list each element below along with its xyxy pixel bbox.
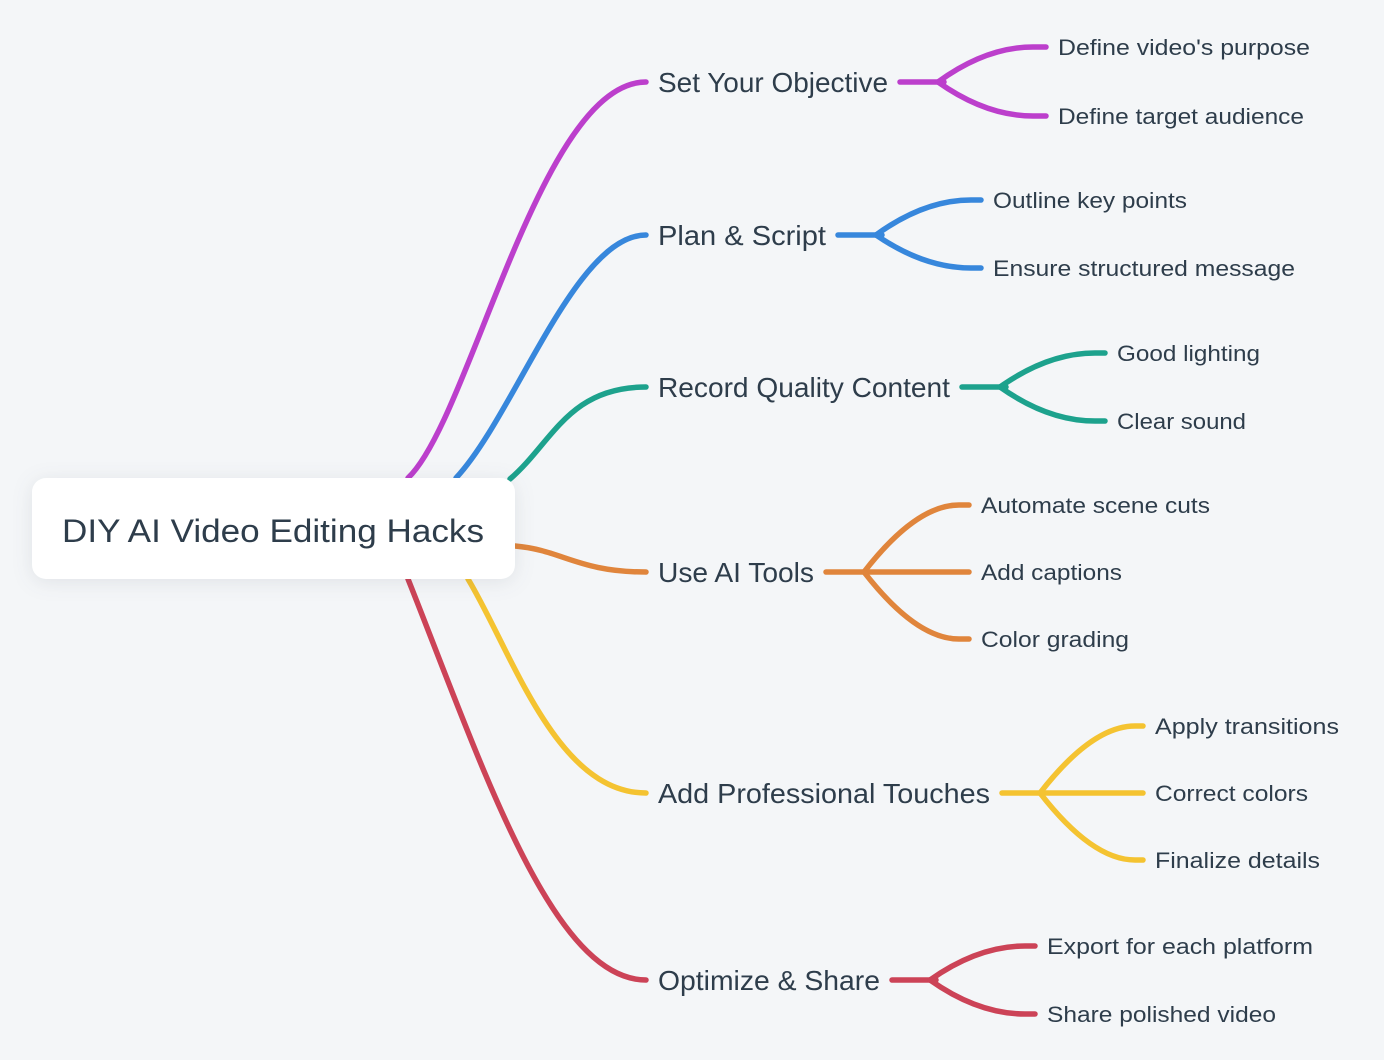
link-central-to-add-professional-touches (465, 576, 649, 796)
branch-label-set-your-objective[interactable]: Set Your Objective (658, 67, 888, 98)
branch-label-optimize-share[interactable]: Optimize & Share (658, 965, 880, 996)
link-central-to-plan-script (453, 232, 649, 481)
link-set-your-objective-child-2 (935, 79, 1049, 119)
child-label-add-captions[interactable]: Add captions (981, 560, 1122, 585)
child-label-apply-transitions[interactable]: Apply transitions (1155, 714, 1339, 739)
link-central-to-record-quality-content (507, 384, 649, 482)
branch-label-add-professional-touches[interactable]: Add Professional Touches (658, 778, 990, 809)
branch-label-plan-script[interactable]: Plan & Script (658, 220, 826, 251)
link-record-quality-content-child-1 (997, 350, 1108, 390)
child-label-clear-sound[interactable]: Clear sound (1117, 409, 1246, 434)
link-central-to-set-your-objective (405, 79, 649, 481)
link-record-quality-content-child-2 (997, 384, 1108, 424)
child-label-color-grading[interactable]: Color grading (981, 627, 1129, 652)
child-label-automate-scene-cuts[interactable]: Automate scene cuts (981, 493, 1210, 518)
link-use-ai-tools-child-3 (861, 569, 972, 642)
link-plan-script-child-2 (873, 232, 984, 271)
child-label-export-for-each-platform[interactable]: Export for each platform (1047, 934, 1313, 959)
central-node[interactable] (32, 478, 515, 579)
child-label-define-videos-purpose[interactable]: Define video's purpose (1058, 35, 1310, 60)
link-add-professional-touches-child-1 (1037, 723, 1146, 796)
child-label-outline-key-points[interactable]: Outline key points (993, 188, 1187, 213)
child-label-define-target-audience[interactable]: Define target audience (1058, 104, 1304, 129)
branch-label-use-ai-tools[interactable]: Use AI Tools (658, 557, 814, 588)
link-plan-script-child-1 (873, 197, 984, 238)
central-node-box[interactable] (32, 478, 515, 579)
link-use-ai-tools-child-1 (861, 502, 972, 575)
link-central-to-optimize-share (405, 576, 649, 983)
child-label-good-lighting[interactable]: Good lighting (1117, 341, 1260, 366)
link-central-to-use-ai-tools (512, 543, 649, 575)
link-add-professional-touches-child-3 (1037, 790, 1146, 863)
child-label-correct-colors[interactable]: Correct colors (1155, 781, 1308, 806)
branch-label-record-quality-content[interactable]: Record Quality Content (658, 372, 950, 403)
link-set-your-objective-child-1 (935, 44, 1049, 85)
link-optimize-share-child-2 (927, 977, 1038, 1017)
child-label-ensure-structured-message[interactable]: Ensure structured message (993, 256, 1295, 281)
central-node-label[interactable]: DIY AI Video Editing Hacks (62, 513, 484, 549)
child-label-finalize-details[interactable]: Finalize details (1155, 848, 1320, 873)
child-label-share-polished-video[interactable]: Share polished video (1047, 1002, 1276, 1027)
link-optimize-share-child-1 (927, 943, 1038, 983)
